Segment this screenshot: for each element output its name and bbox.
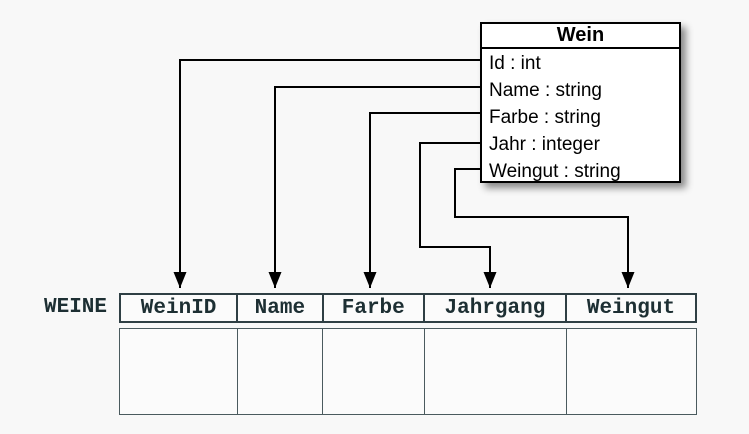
body-cell-weingut <box>567 329 696 414</box>
class-attribute-farbe: Farbe : string <box>489 107 601 128</box>
body-cell-name <box>238 329 324 414</box>
class-attribute-name: Name : string <box>489 80 602 101</box>
arrow-weingut-to-weingut <box>454 168 635 288</box>
class-attribute-id: Id : int <box>489 53 541 74</box>
table-name-label: WEINE <box>44 296 108 319</box>
arrow-id-to-weinid <box>173 59 480 288</box>
class-attribute-jahr: Jahr : integer <box>489 134 600 155</box>
uml-class-box: Wein Id : int Name : string Farbe : stri… <box>480 22 681 183</box>
column-header-name: Name <box>238 295 324 321</box>
column-header-weingut: Weingut <box>586 296 676 320</box>
table-header-row: WeinID Name Farbe Jahrgang Weingut <box>119 293 697 323</box>
class-attribute-weingut: Weingut : string <box>489 161 621 182</box>
class-title: Wein <box>482 24 679 49</box>
body-cell-jahrgang <box>425 329 568 414</box>
body-cell-farbe <box>323 329 425 414</box>
table-body-row <box>119 328 697 415</box>
arrow-farbe-to-farbe <box>363 112 480 288</box>
body-cell-weinid <box>120 329 238 414</box>
column-header-jahrgang: Jahrgang <box>425 295 567 321</box>
class-attribute-list: Id : int Name : string Farbe : string Ja… <box>482 49 679 185</box>
column-header-farbe: Farbe <box>324 295 425 321</box>
arrow-name-to-name <box>268 86 480 288</box>
column-header-weinid: WeinID <box>121 295 239 321</box>
